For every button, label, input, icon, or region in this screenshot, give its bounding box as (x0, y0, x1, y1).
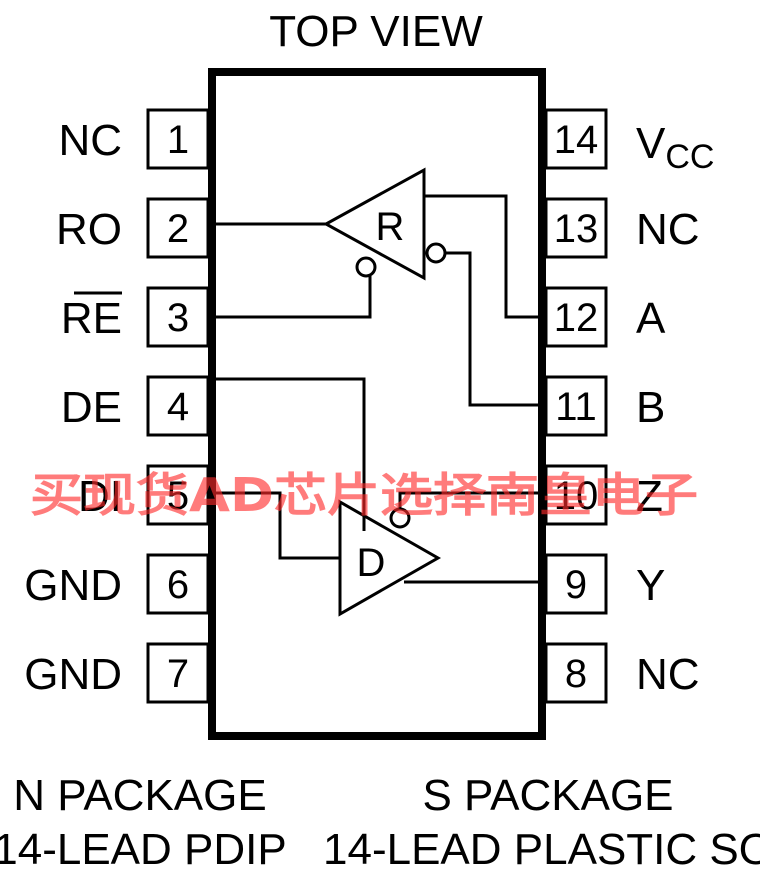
pin-number: 8 (565, 652, 587, 696)
pin-number: 12 (554, 296, 599, 340)
pin-label-ro: RO (56, 205, 122, 254)
pin-label-vcc: VCC (636, 119, 714, 176)
watermark: 买现货AD芯片选择南皇电子 (30, 468, 698, 522)
pin-12-box (544, 286, 608, 348)
pin-number: 6 (167, 563, 189, 607)
receiver-triangle (322, 167, 426, 281)
pin-6-box (146, 553, 210, 615)
z-wire (398, 491, 542, 509)
vcc-main: V (636, 119, 666, 168)
pin-number: 9 (565, 563, 587, 607)
pin-9-box (544, 553, 608, 615)
receiver-gate: R (322, 167, 447, 281)
pin-10-box (544, 464, 608, 526)
pin-label-re: RE (61, 294, 122, 343)
pin-label-di: DI (78, 472, 122, 521)
driver-wiring (212, 377, 542, 584)
pin-14-box (544, 108, 608, 170)
driver-label: D (357, 541, 386, 585)
pin-number: 2 (167, 207, 189, 251)
n-package-title: N PACKAGE (13, 771, 266, 820)
b-wire (445, 251, 542, 407)
n-package-desc: 14-LEAD PDIP (0, 825, 287, 874)
receiver-label: R (376, 205, 405, 249)
pin-number: 11 (555, 385, 597, 429)
pin-13-box (544, 197, 608, 259)
pin-3-box (146, 286, 210, 348)
s-package-title: S PACKAGE (422, 771, 673, 820)
pin-number: 4 (167, 385, 189, 429)
di-wire (212, 491, 340, 560)
pin-7-box (146, 642, 210, 704)
pin-number: 14 (554, 118, 599, 162)
pin-label-nc: NC (636, 650, 700, 699)
vcc-subscript: CC (665, 138, 714, 176)
pin-8-box (544, 642, 608, 704)
pin-number: 7 (167, 652, 189, 696)
pin-number: 3 (167, 296, 189, 340)
pin-number: 10 (554, 474, 599, 518)
pin-1-box (146, 108, 210, 170)
s-package-desc: 14-LEAD PLASTIC SO (323, 825, 760, 874)
re-wire (212, 276, 372, 319)
right-pin-boxes (544, 108, 608, 704)
pin-number: 13 (554, 207, 599, 251)
pin-label-nc: NC (636, 205, 700, 254)
pin-label-a: A (636, 294, 666, 343)
re-inversion-bubble (355, 256, 377, 278)
left-pin-boxes (146, 108, 210, 704)
b-inversion-bubble (425, 242, 447, 264)
de-wire (212, 377, 366, 531)
diagram-title: TOP VIEW (269, 7, 483, 56)
pin-label-y: Y (636, 561, 665, 610)
pin-label-b: B (636, 383, 665, 432)
receiver-wiring (212, 194, 542, 407)
pin-label-de: DE (61, 383, 122, 432)
pin-number: 5 (167, 474, 189, 518)
pin-label-gnd: GND (24, 650, 122, 699)
a-wire (424, 194, 542, 319)
pin-5-box (146, 464, 210, 526)
pin-number: 1 (167, 118, 189, 162)
pin-label-nc: NC (58, 116, 122, 165)
pin-2-box (146, 197, 210, 259)
pin-label-gnd: GND (24, 561, 122, 610)
pin-label-z: Z (636, 472, 663, 521)
pin-11-box (544, 375, 608, 437)
pin-4-box (146, 375, 210, 437)
